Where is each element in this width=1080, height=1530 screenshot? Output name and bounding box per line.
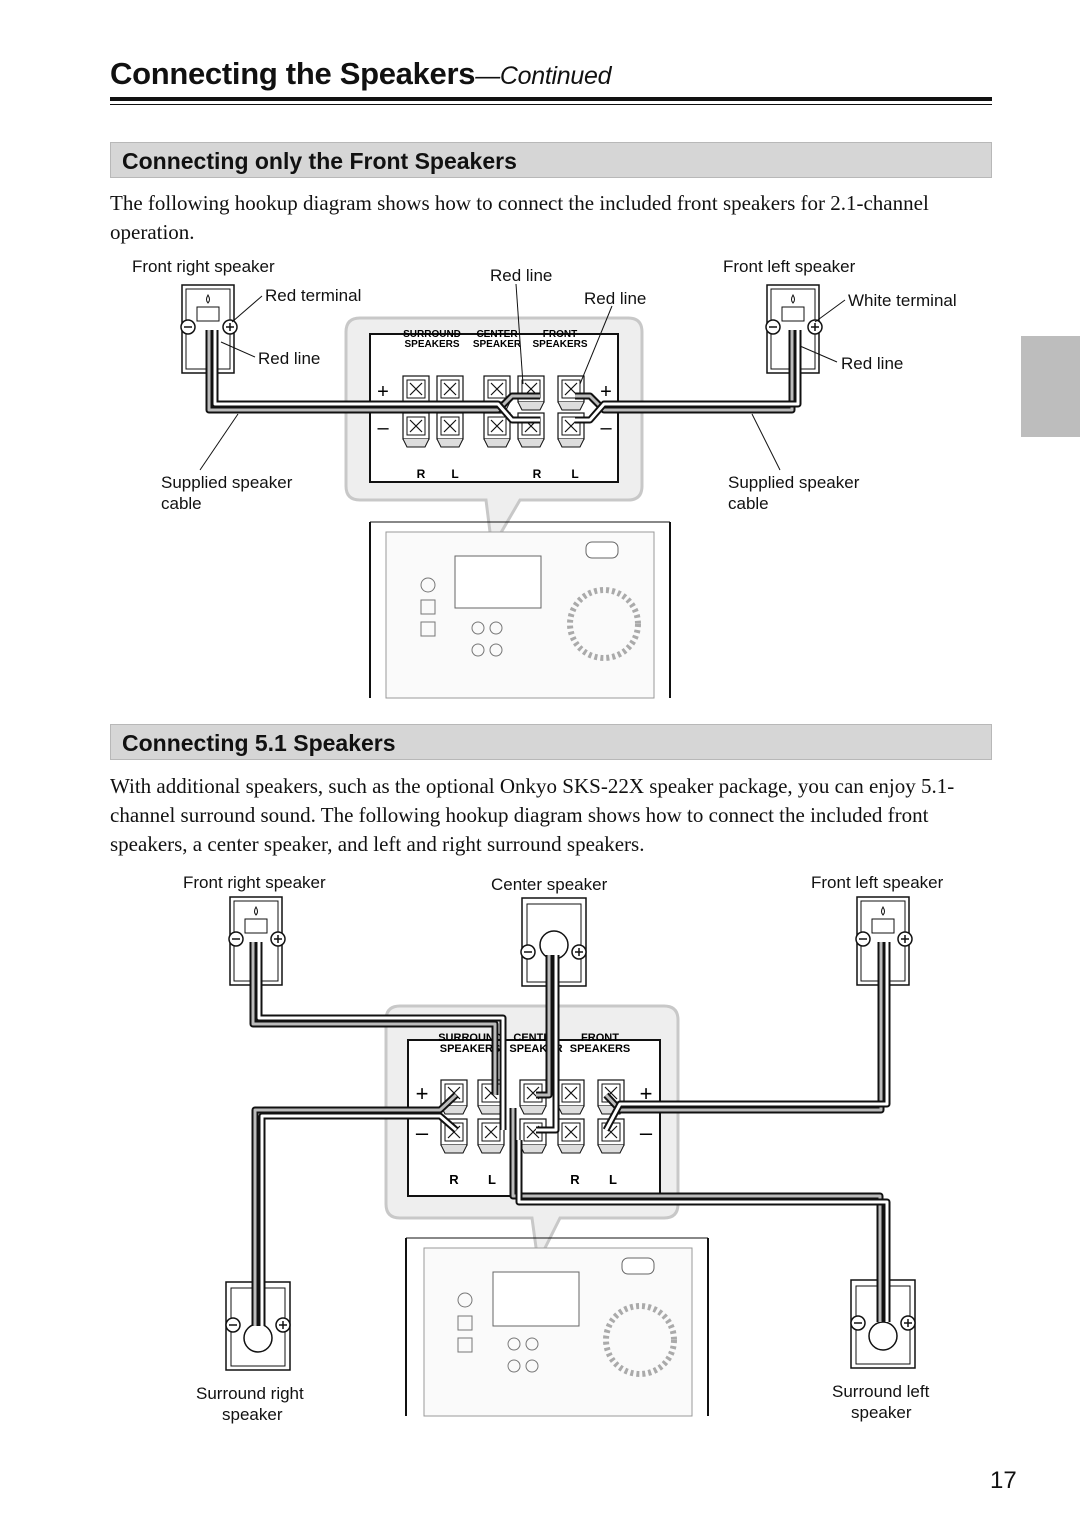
label-red-terminal: Red terminal [265, 286, 362, 305]
label-center-speaker: Center speaker [491, 875, 608, 894]
label-white-terminal: White terminal [848, 291, 957, 310]
label-front-left-speaker: Front left speaker [723, 257, 856, 276]
title-rule [110, 97, 992, 101]
label-front-left-speaker: Front left speaker [811, 873, 944, 892]
leader-lines [199, 283, 846, 471]
side-tab [1021, 336, 1080, 437]
page-title: Connecting the Speakers—Continued [110, 56, 612, 91]
speaker-cable [249, 942, 891, 1326]
label-supplied-cable: Supplied speaker [728, 473, 860, 492]
panel-plus-right: + [640, 1081, 653, 1106]
panel-label-front-speakers: SPEAKERS [532, 339, 587, 350]
label-supplied-cable: cable [161, 494, 202, 513]
section-heading-bar: Connecting 5.1 Speakers [110, 724, 992, 760]
page-number: 17 [990, 1467, 1017, 1494]
panel-label-surround-speakers: SPEAKERS [404, 339, 459, 350]
panel-label-front: FRONT [543, 329, 577, 340]
panel-label-surround-speakers: SPEAKERS [440, 1043, 501, 1055]
panel-label-l: L [488, 1172, 496, 1187]
panel-label-r: R [449, 1172, 459, 1187]
title-rule-thin [110, 104, 992, 105]
panel-label-r: R [570, 1172, 580, 1187]
panel-minus-right: – [640, 1120, 653, 1145]
panel-label-surround: SURROUND [403, 329, 461, 340]
label-surround-right-speaker: Surround right [196, 1384, 304, 1403]
panel-label-center: CENTER [476, 329, 518, 340]
section-heading: Connecting only the Front Speakers [122, 148, 517, 174]
terminal-panel [407, 1039, 661, 1197]
panel-label-r: R [533, 467, 542, 481]
label-front-right-speaker: Front right speaker [183, 873, 326, 892]
label-red-line: Red line [584, 289, 647, 308]
section-heading-bar: Connecting only the Front Speakers [110, 142, 992, 178]
panel-label-r: R [417, 467, 426, 481]
panel-minus-right: – [600, 417, 612, 439]
subwoofer-rear-panel [405, 1237, 709, 1417]
section-heading: Connecting 5.1 Speakers [122, 730, 396, 756]
panel-label-l: L [451, 467, 458, 481]
speaker-cable [205, 330, 802, 424]
panel-label-front: FRONT [581, 1032, 619, 1044]
panel-label-front-speakers: SPEAKERS [570, 1043, 631, 1055]
label-surround-left-speaker: Surround left [832, 1382, 930, 1401]
panel-label-l: L [609, 1172, 617, 1187]
panel-label-center-speaker: SPEAKER [473, 339, 522, 350]
panel-plus-right: + [600, 381, 612, 403]
label-red-line: Red line [841, 354, 904, 373]
label-red-line: Red line [258, 349, 321, 368]
label-supplied-cable: cable [728, 494, 769, 513]
section-body-text: The following hookup diagram shows how t… [110, 191, 929, 244]
section-body-text: With additional speakers, such as the op… [110, 774, 955, 856]
panel-label-l: L [571, 467, 578, 481]
label-front-right-speaker: Front right speaker [132, 257, 275, 276]
label-supplied-cable: Supplied speaker [161, 473, 293, 492]
surround-right-speaker [225, 1281, 291, 1371]
panel-label-surround: SURROUND [438, 1032, 502, 1044]
subwoofer-rear-panel [369, 521, 671, 699]
label-surround-right-speaker: speaker [222, 1405, 283, 1424]
panel-minus-left: – [416, 1120, 429, 1145]
panel-plus-left: + [416, 1081, 429, 1106]
label-surround-left-speaker: speaker [851, 1403, 912, 1422]
label-red-line: Red line [490, 266, 553, 285]
panel-minus-left: – [377, 417, 389, 439]
panel-plus-left: + [377, 381, 389, 403]
